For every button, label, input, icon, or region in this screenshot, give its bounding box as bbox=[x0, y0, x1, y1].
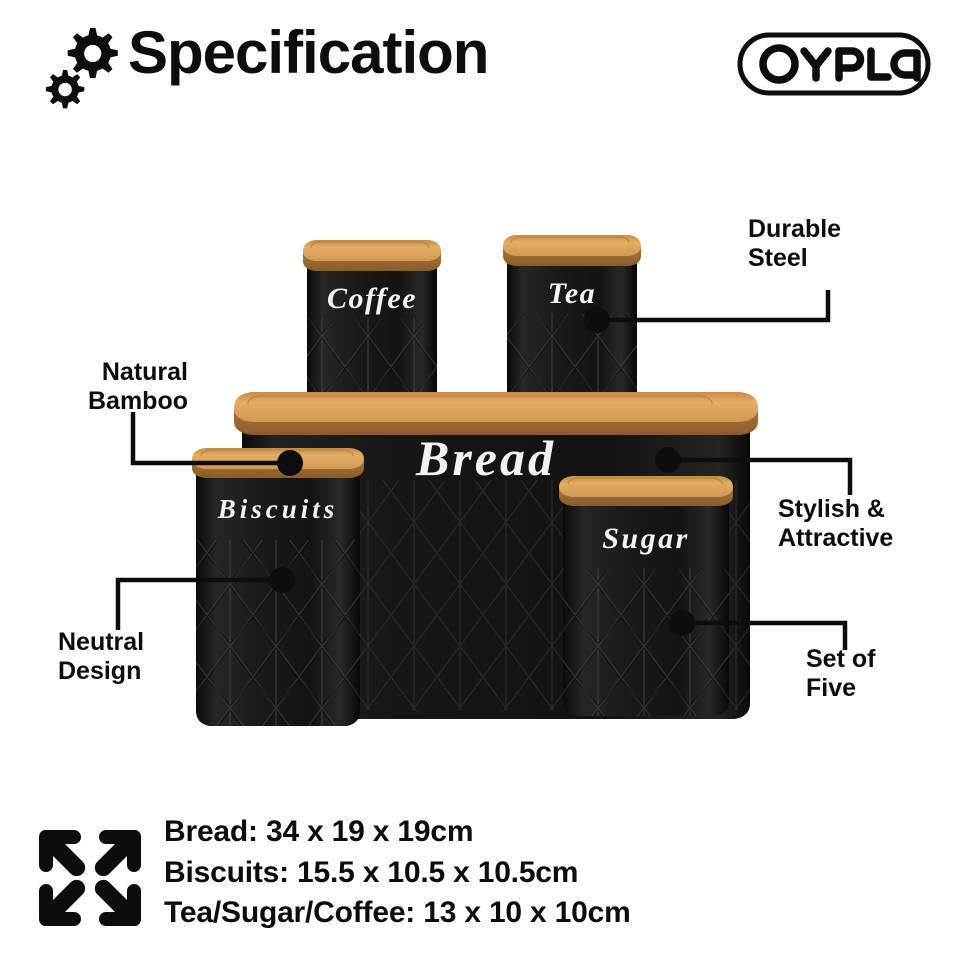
brand-logo-oypla bbox=[736, 31, 932, 97]
dimension-line-biscuits: Biscuits: 15.5 x 10.5 x 10.5cm bbox=[164, 855, 579, 889]
product-illustration: Coffee Tea bbox=[0, 150, 960, 790]
dimension-line-tea-sugar-coffee: Tea/Sugar/Coffee: 13 x 10 x 10cm bbox=[164, 896, 631, 929]
leader-dot-neutral-design bbox=[269, 567, 295, 593]
canister-label-coffee: Coffee bbox=[327, 282, 417, 315]
leader-line-durable-steel bbox=[597, 290, 831, 323]
gears-icon bbox=[38, 26, 124, 110]
canister-label-bread: Bread bbox=[415, 430, 556, 486]
canister-label-biscuits: Biscuits bbox=[217, 494, 339, 524]
leader-dot-durable-steel bbox=[584, 307, 610, 333]
leader-line-set-of-five bbox=[682, 620, 848, 650]
leader-dot-set-of-five bbox=[669, 610, 695, 636]
callout-natural-bamboo: Natural Bamboo bbox=[88, 358, 188, 415]
callout-neutral-design: Neutral Design bbox=[58, 628, 145, 685]
canister-label-tea: Tea bbox=[548, 277, 596, 310]
dimension-line-bread: Bread: 34 x 19 x 19cm bbox=[164, 815, 474, 848]
leader-line-neutral-design bbox=[115, 577, 282, 630]
expand-arrows-icon bbox=[36, 822, 144, 934]
dimensions-block: Bread: 34 x 19 x 19cm Biscuits: 15.5 x 1… bbox=[36, 812, 926, 942]
callout-set-of-five: Set of Five bbox=[806, 645, 876, 702]
page-title: Specification bbox=[128, 19, 489, 86]
dimension-list: Bread: 34 x 19 x 19cm Biscuits: 15.5 x 1… bbox=[164, 812, 631, 934]
canister-label-sugar: Sugar bbox=[602, 522, 690, 555]
leader-line-natural-bamboo bbox=[130, 412, 290, 466]
callout-stylish-attractive: Stylish & Attractive bbox=[778, 495, 894, 552]
canister-biscuits: Biscuits bbox=[192, 448, 364, 726]
canister-sugar: Sugar bbox=[559, 476, 733, 716]
callout-durable-steel: Durable Steel bbox=[748, 215, 842, 272]
leader-line-stylish-attractive bbox=[668, 457, 853, 495]
leader-dot-stylish-attractive bbox=[655, 447, 681, 473]
leader-dot-natural-bamboo bbox=[277, 450, 303, 476]
